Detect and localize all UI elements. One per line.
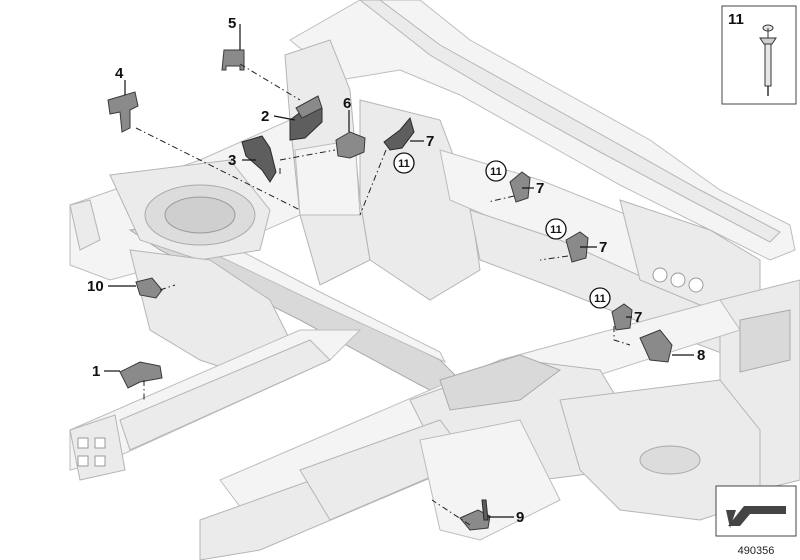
bracket-parts: [107, 49, 673, 531]
callout-8: 8: [697, 347, 705, 364]
callout-1: 1: [92, 363, 100, 380]
circled-markers: 11 11 11 11: [393, 152, 611, 309]
callout-7-b: 7: [536, 180, 544, 197]
circled-11-d: 11: [594, 293, 606, 305]
rivet-inset: 11: [721, 5, 797, 105]
reference-number: 490356: [738, 545, 775, 557]
callout-9: 9: [516, 509, 524, 526]
callout-4: 4: [115, 65, 124, 82]
callout-7-d: 7: [634, 309, 642, 326]
callout-5: 5: [228, 15, 236, 32]
callout-7-c: 7: [599, 239, 607, 256]
callout-3: 3: [228, 152, 236, 169]
callout-2: 2: [261, 108, 269, 125]
orientation-box: [715, 485, 797, 537]
circled-11-c: 11: [550, 224, 562, 236]
callout-labels: 5 4 2 3 6 7 7 7 7 8 10 1 9: [87, 15, 705, 526]
callout-7-a: 7: [426, 133, 434, 150]
circled-11-b: 11: [490, 166, 502, 178]
inset-label: 11: [728, 11, 744, 28]
callout-6: 6: [343, 95, 351, 112]
circled-11-a: 11: [398, 158, 410, 170]
assembly-lines: [135, 63, 631, 526]
direction-arrow-icon: [726, 506, 786, 528]
vehicle-front-structure: [69, 0, 800, 560]
callout-10: 10: [87, 278, 104, 295]
rivet-icon: [759, 24, 777, 96]
callout-leaders: [104, 24, 694, 518]
